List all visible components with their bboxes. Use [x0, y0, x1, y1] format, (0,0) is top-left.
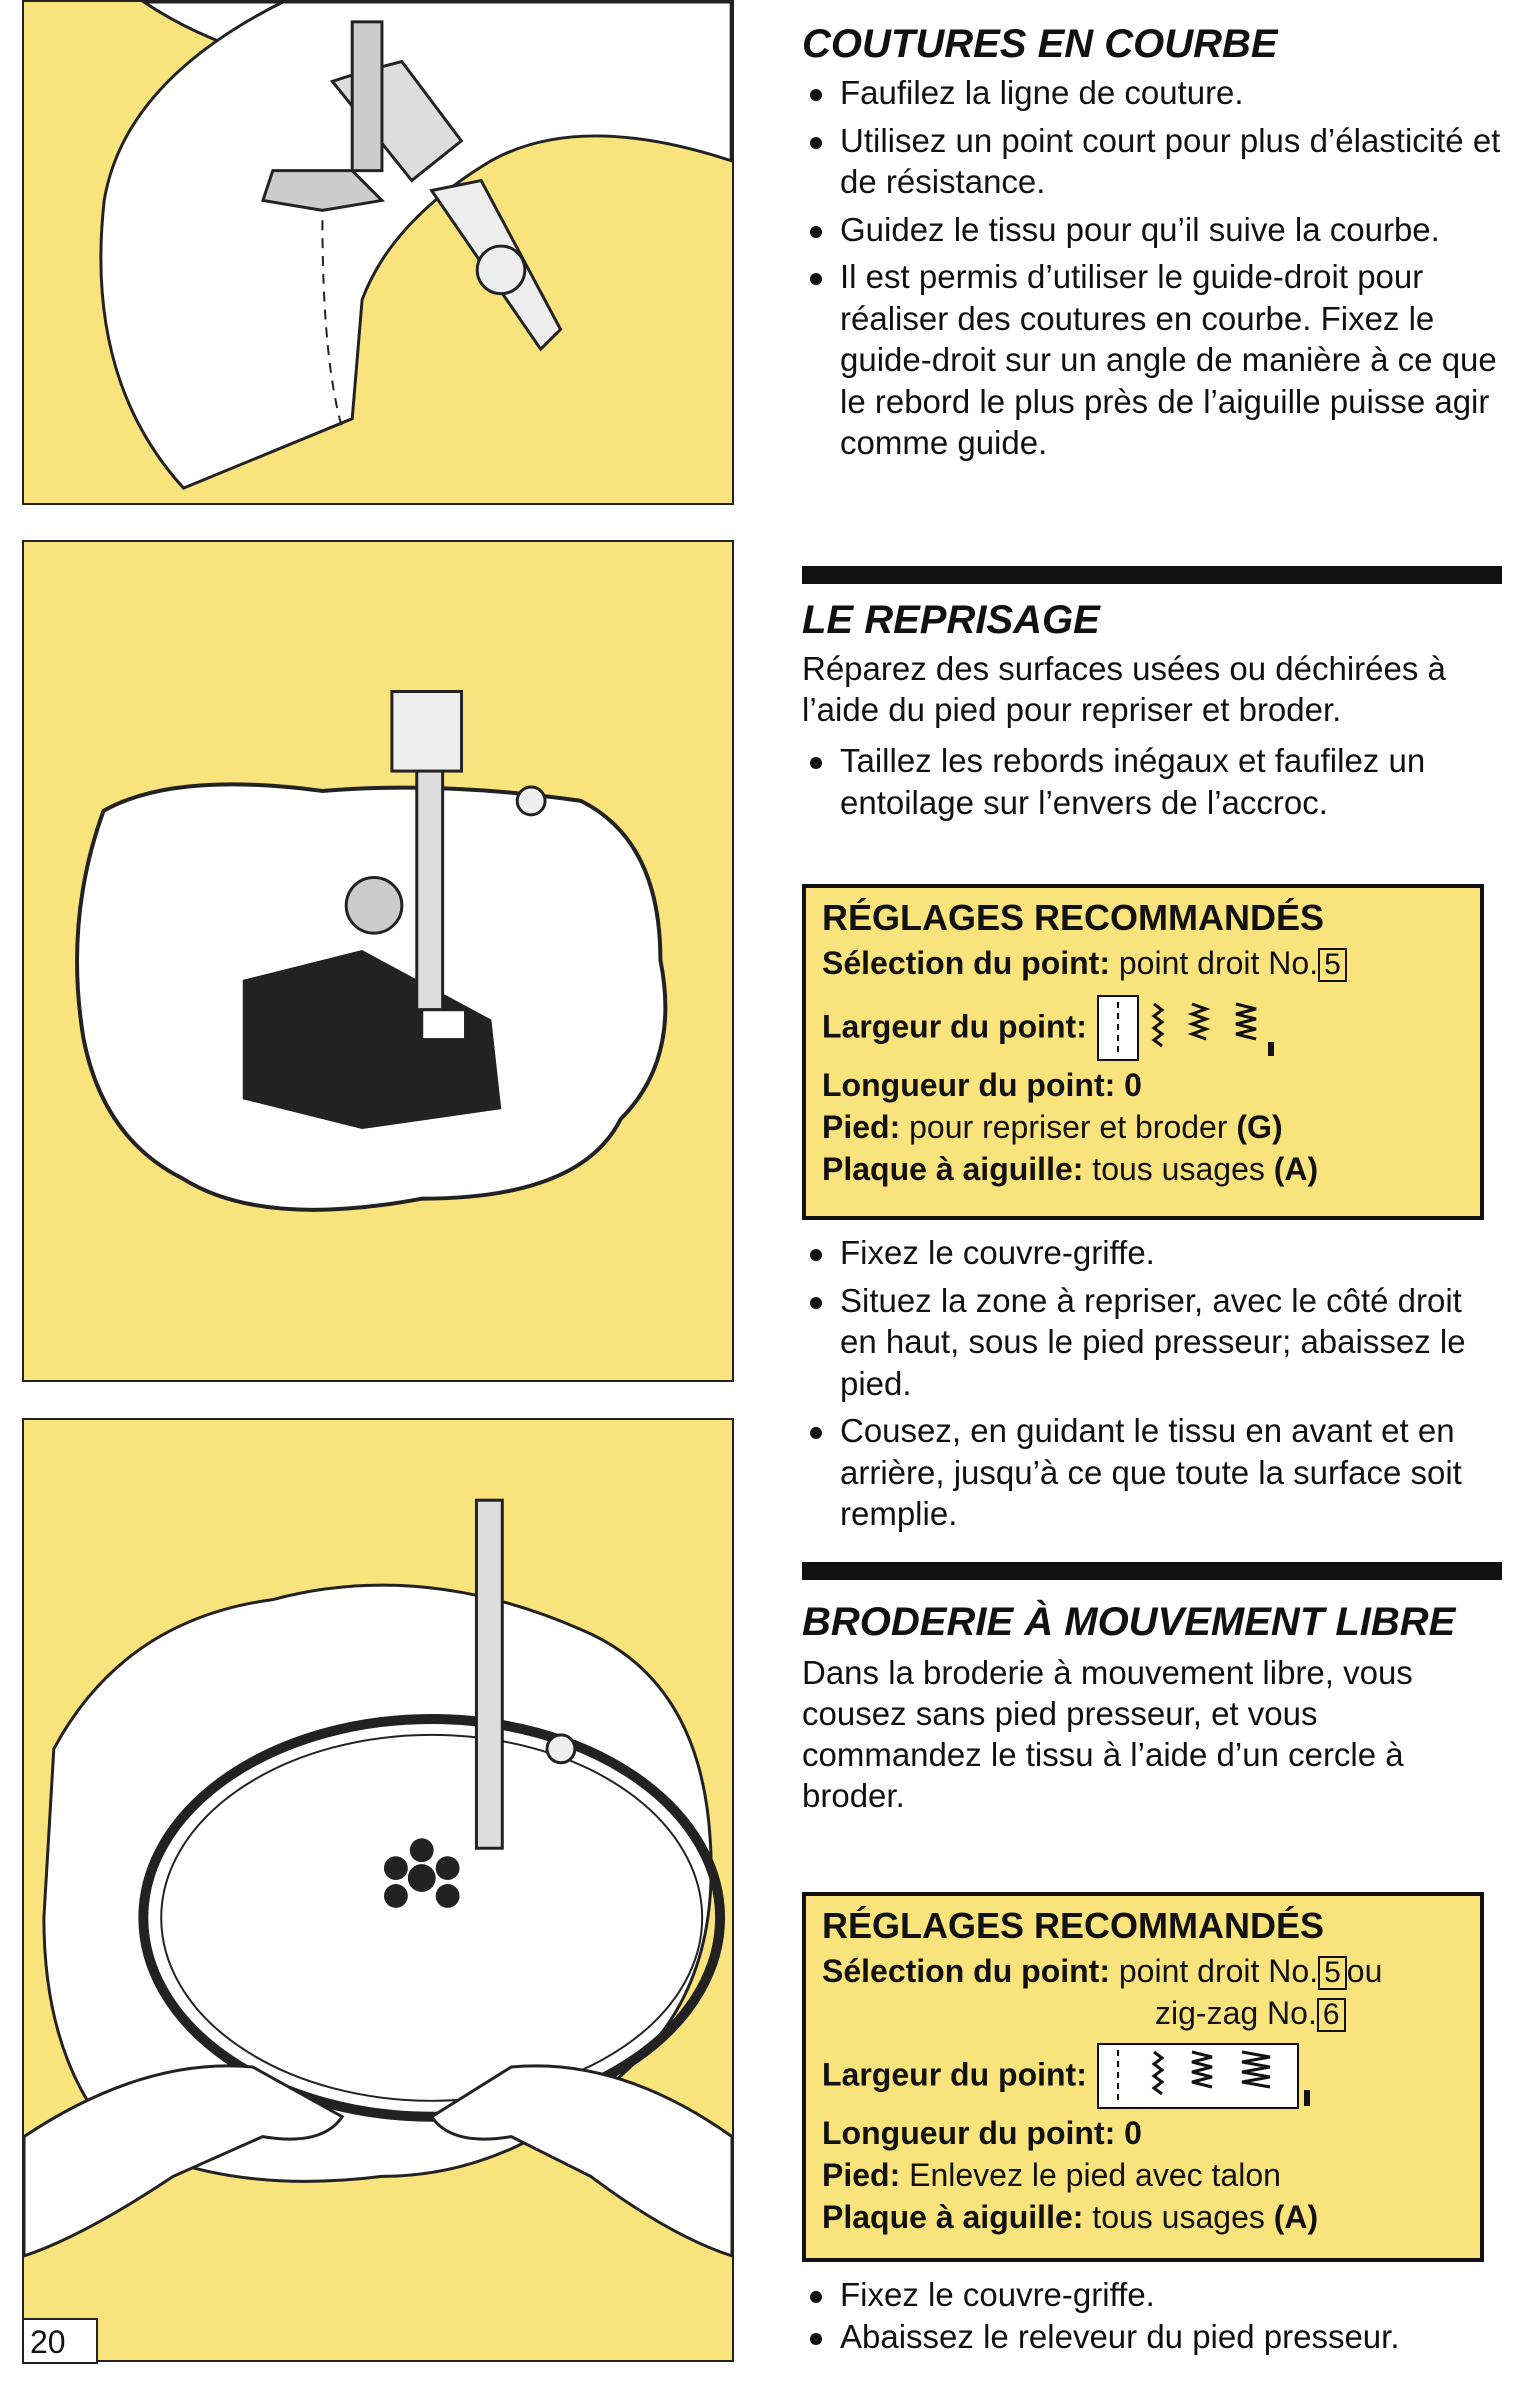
list-item: Fixez le couvre-griffe. — [802, 1232, 1502, 1274]
settings-box-darning: RÉGLAGES RECOMMANDÉS Sélection du point:… — [802, 884, 1484, 1220]
darning-drawing — [75, 690, 668, 1212]
section-divider — [802, 566, 1502, 584]
stitch-width-row: Largeur du point: — [822, 994, 1480, 1064]
illustration-darning — [22, 540, 734, 1382]
list-item: Fixez le couvre-griffe. — [802, 2274, 1502, 2316]
list-item: Cousez, en guidant le tissu en avant et … — [802, 1410, 1502, 1535]
darning-list: Taillez les rebords inégaux et faufilez … — [802, 740, 1502, 823]
list-item: Il est permis d’utiliser le guide-droit … — [802, 256, 1502, 464]
section-title-free-motion: BRODERIE À MOUVEMENT LIBRE — [802, 1600, 1456, 1644]
list-item: Guidez le tissu pour qu’il suive la cour… — [802, 209, 1502, 251]
section-free-motion: BRODERIE À MOUVEMENT LIBRE Dans la brode… — [802, 1600, 1502, 1816]
free-motion-drawing — [24, 1498, 732, 2258]
illustration-free-motion — [22, 1418, 734, 2362]
foot-row: Pied: Enlevez le pied avec talon — [822, 2157, 1281, 2193]
section-title-darning: LE REPRISAGE — [802, 598, 1100, 642]
section-darning: LE REPRISAGE Réparez des surfaces usées … — [802, 598, 1502, 829]
needle-plate-row: Plaque à aiguille: tous usages (A) — [822, 2199, 1319, 2235]
section-title-curved-seams: COUTURES EN COURBE — [802, 22, 1278, 66]
needle-plate-row: Plaque à aiguille: tous usages (A) — [822, 1151, 1319, 1187]
darning-steps-list: Fixez le couvre-griffe. Situez la zone à… — [802, 1232, 1502, 1535]
curved-seam-drawing — [99, 2, 732, 490]
stitch-length-row: Longueur du point: 0 — [822, 2115, 1142, 2151]
free-motion-steps-list: Fixez le couvre-griffe. Abaissez le rele… — [802, 2274, 1502, 2357]
free-motion-steps: Fixez le couvre-griffe. Abaissez le rele… — [802, 2274, 1502, 2357]
list-item: Abaissez le releveur du pied presseur. — [802, 2316, 1502, 2358]
list-item: Situez la zone à repriser, avec le côté … — [802, 1280, 1502, 1405]
stitch-selection-row: Sélection du point: point droit No.5 — [822, 942, 1480, 984]
stitch-number-badge: 5 — [1318, 1956, 1347, 1990]
section-divider — [802, 1562, 1502, 1580]
list-item: Taillez les rebords inégaux et faufilez … — [802, 740, 1502, 823]
settings-box-free-motion: RÉGLAGES RECOMMANDÉS Sélection du point:… — [802, 1892, 1484, 2262]
stitch-width-icon — [1096, 2043, 1310, 2109]
section-curved-seams: COUTURES EN COURBE Faufilez la ligne de … — [802, 22, 1502, 470]
stitch-width-row: Largeur du point: — [822, 2042, 1480, 2112]
list-item: Utilisez un point court pour plus d’élas… — [802, 120, 1502, 203]
free-motion-intro: Dans la broderie à mouvement libre, vous… — [802, 1654, 1413, 1814]
settings-title: RÉGLAGES RECOMMANDÉS — [822, 897, 1325, 938]
stitch-length-row: Longueur du point: 0 — [822, 1067, 1142, 1103]
darning-intro: Réparez des surfaces usées ou déchirées … — [802, 650, 1446, 728]
stitch-number-badge: 6 — [1316, 1998, 1346, 2032]
stitch-number-badge: 5 — [1318, 948, 1347, 982]
illustration-curved-seam — [22, 0, 734, 505]
list-item: Faufilez la ligne de couture. — [802, 72, 1502, 114]
stitch-width-icon — [1096, 995, 1274, 1061]
foot-row: Pied: pour repriser et broder (G) — [822, 1109, 1283, 1145]
settings-title: RÉGLAGES RECOMMANDÉS — [822, 1905, 1325, 1946]
curved-seams-list: Faufilez la ligne de couture. Utilisez u… — [802, 72, 1502, 464]
stitch-selection-row-2: zig-zag No.6 — [822, 1992, 1480, 2034]
page-number: 20 — [22, 2318, 98, 2364]
darning-steps: Fixez le couvre-griffe. Situez la zone à… — [802, 1232, 1502, 1541]
